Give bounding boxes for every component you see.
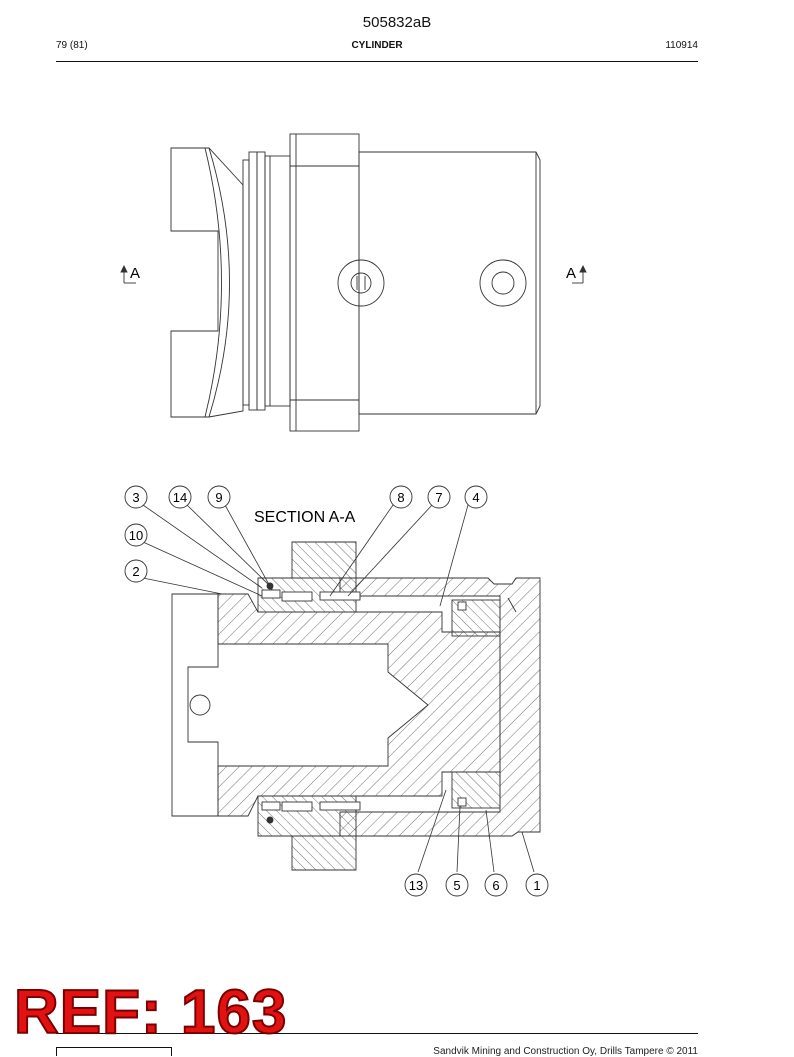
reference-stamp: REF: 163 [13, 978, 288, 1047]
callout-4 [464, 485, 488, 509]
callouts [124, 485, 549, 897]
callout-2-text: 2 [132, 564, 139, 579]
callout-14-text: 14 [173, 490, 187, 505]
callout-9 [207, 485, 231, 509]
cylinder-casing [339, 577, 541, 837]
callout-1 [525, 873, 549, 897]
flange-bottom [291, 835, 357, 871]
callout-4-text: 4 [472, 490, 479, 505]
callout-10-text: 10 [129, 528, 143, 543]
company-logo [56, 1047, 172, 1056]
callout-2 [124, 559, 148, 583]
callout-13-text: 13 [409, 878, 423, 893]
claw-curve-outer [208, 147, 230, 418]
section-view [171, 541, 541, 871]
port-right [479, 259, 527, 307]
page-number: 79 (81) [56, 40, 88, 51]
callout-7-text: 7 [435, 490, 442, 505]
callout-14 [168, 485, 192, 509]
leader-lines [142, 504, 535, 873]
callout-1-text: 1 [533, 878, 540, 893]
document-number: 505832aB [362, 14, 432, 31]
section-marker-left [120, 264, 136, 284]
callout-13 [404, 873, 428, 897]
callout-6 [484, 873, 508, 897]
callout-5-text: 5 [453, 878, 460, 893]
callout-3-text: 3 [132, 490, 139, 505]
header-divider [56, 61, 698, 62]
callout-5 [445, 873, 469, 897]
port-left [337, 259, 385, 307]
section-title: SECTION A-A [254, 509, 356, 526]
page-title: CYLINDER [351, 40, 403, 51]
cylinder-body [358, 151, 541, 415]
claw-block [170, 147, 244, 418]
section-label-right: A [566, 265, 576, 282]
section-marker-right [572, 264, 587, 284]
header-row: 79 (81) CYLINDER 110914 [56, 40, 698, 56]
callout-3 [124, 485, 148, 509]
callout-7 [427, 485, 451, 509]
callout-10 [124, 523, 148, 547]
callout-9-text: 9 [215, 490, 222, 505]
piston [217, 593, 501, 817]
exterior-view [170, 133, 541, 432]
footer-divider [56, 1033, 698, 1034]
claw-section [171, 593, 219, 817]
callout-6-text: 6 [492, 878, 499, 893]
section-label-left: A [130, 265, 140, 282]
flange [289, 133, 360, 432]
callout-8-text: 8 [397, 490, 404, 505]
callout-8 [389, 485, 413, 509]
drawing-code: 110914 [665, 40, 698, 51]
footer-copyright: Sandvik Mining and Construction Oy, Dril… [433, 1046, 698, 1057]
